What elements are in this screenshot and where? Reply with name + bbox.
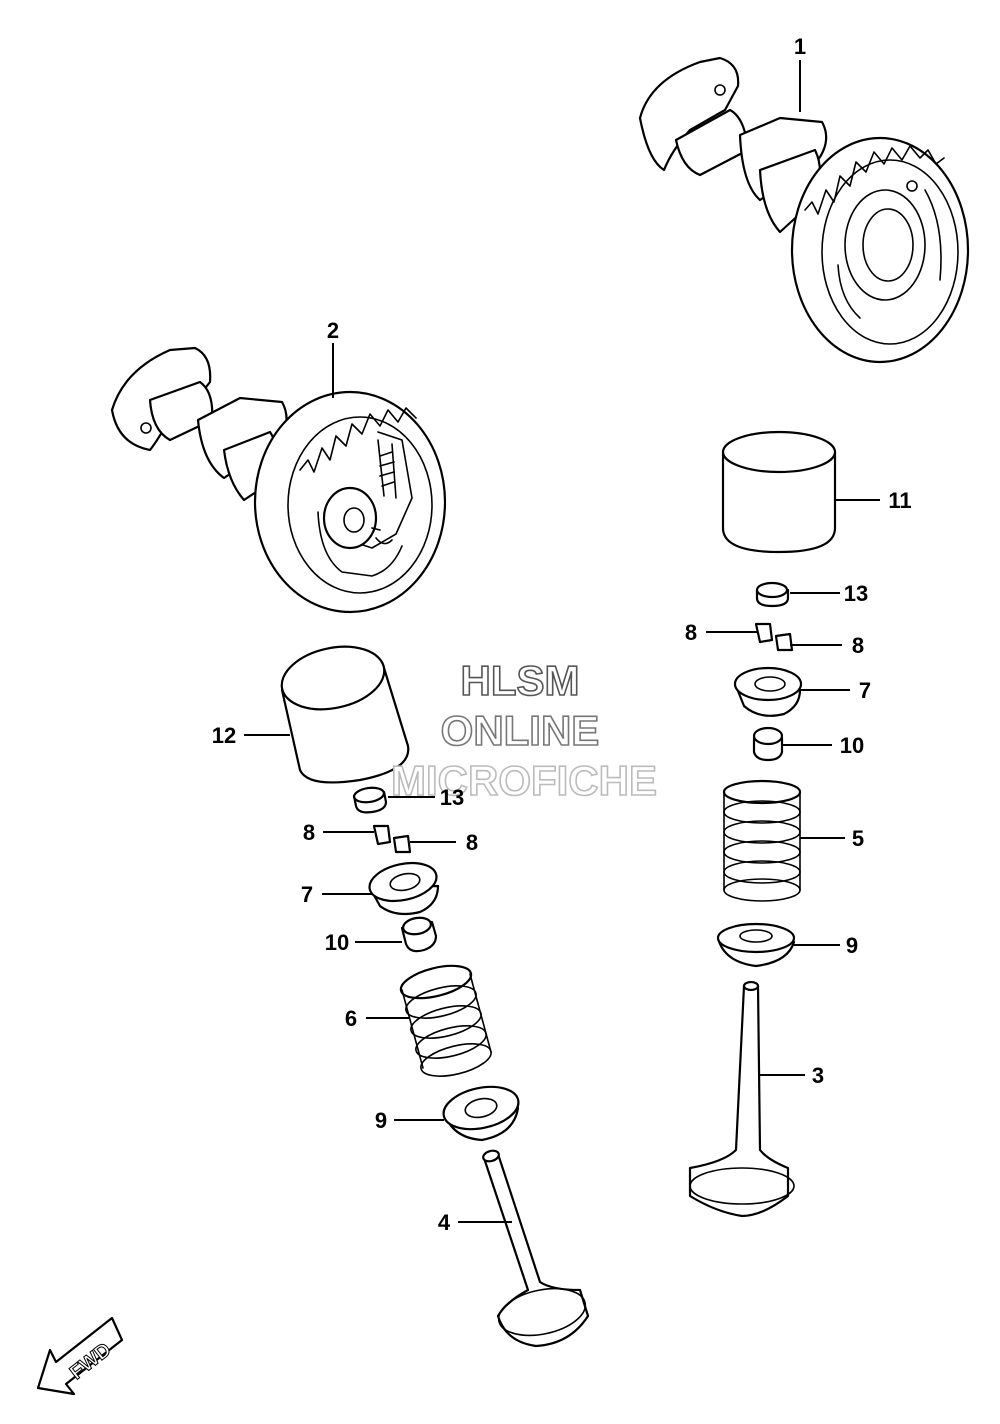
- shim-13-left[interactable]: [352, 786, 388, 814]
- callout-7-left: 7: [301, 882, 313, 907]
- camshaft-2[interactable]: [110, 346, 447, 614]
- callout-8-right-a: 8: [685, 620, 697, 645]
- callout-9-right: 9: [846, 933, 858, 958]
- callout-8-left-a: 8: [303, 820, 315, 845]
- callout-8-left-b: 8: [466, 830, 478, 855]
- callout-13-left: 13: [440, 785, 464, 810]
- retainer-7-left[interactable]: [366, 857, 440, 916]
- valve-3[interactable]: [688, 980, 795, 1218]
- callout-3: 3: [812, 1063, 824, 1088]
- stem-seal-10-right[interactable]: [752, 726, 784, 762]
- watermark-line3: MICROFICHE: [391, 757, 657, 804]
- callout-10-right: 10: [840, 733, 864, 758]
- callout-10-left: 10: [325, 930, 349, 955]
- valve-4[interactable]: [482, 1149, 590, 1348]
- valve-spring-6[interactable]: [398, 960, 495, 1083]
- callouts: 1 2 11 13 8 8 7 10 5 9 3 12 13 8 8 7 10 …: [212, 34, 912, 1235]
- forward-arrow-icon: FWD: [36, 1316, 124, 1396]
- callout-6: 6: [345, 1006, 357, 1031]
- callout-9-left: 9: [375, 1108, 387, 1133]
- tappet-11[interactable]: [721, 430, 837, 554]
- cotter-8-right[interactable]: [754, 622, 794, 652]
- callout-2: 2: [327, 318, 339, 343]
- callout-13-right: 13: [844, 581, 868, 606]
- callout-5: 5: [852, 826, 864, 851]
- tappet-12[interactable]: [276, 638, 410, 784]
- spring-seat-9-left[interactable]: [440, 1081, 523, 1142]
- cotter-8-left[interactable]: [372, 824, 412, 854]
- callout-11: 11: [888, 488, 911, 513]
- valve-spring-5[interactable]: [722, 779, 802, 902]
- camshaft-1[interactable]: [638, 56, 970, 364]
- leader-lines: [244, 60, 880, 1223]
- stem-seal-10-left[interactable]: [400, 916, 438, 953]
- spring-seat-9-right[interactable]: [716, 922, 796, 968]
- callout-7-right: 7: [859, 678, 871, 703]
- watermark: HLSM ONLINE MICROFICHE: [390, 656, 658, 805]
- retainer-7-right[interactable]: [733, 666, 803, 717]
- callout-8-right-b: 8: [852, 633, 864, 658]
- callout-12: 12: [212, 723, 236, 748]
- callout-4: 4: [438, 1210, 451, 1235]
- watermark-line2: ONLINE: [441, 707, 600, 754]
- callout-1: 1: [794, 34, 806, 59]
- watermark-line1: HLSM: [461, 657, 580, 704]
- shim-13-right[interactable]: [755, 581, 790, 608]
